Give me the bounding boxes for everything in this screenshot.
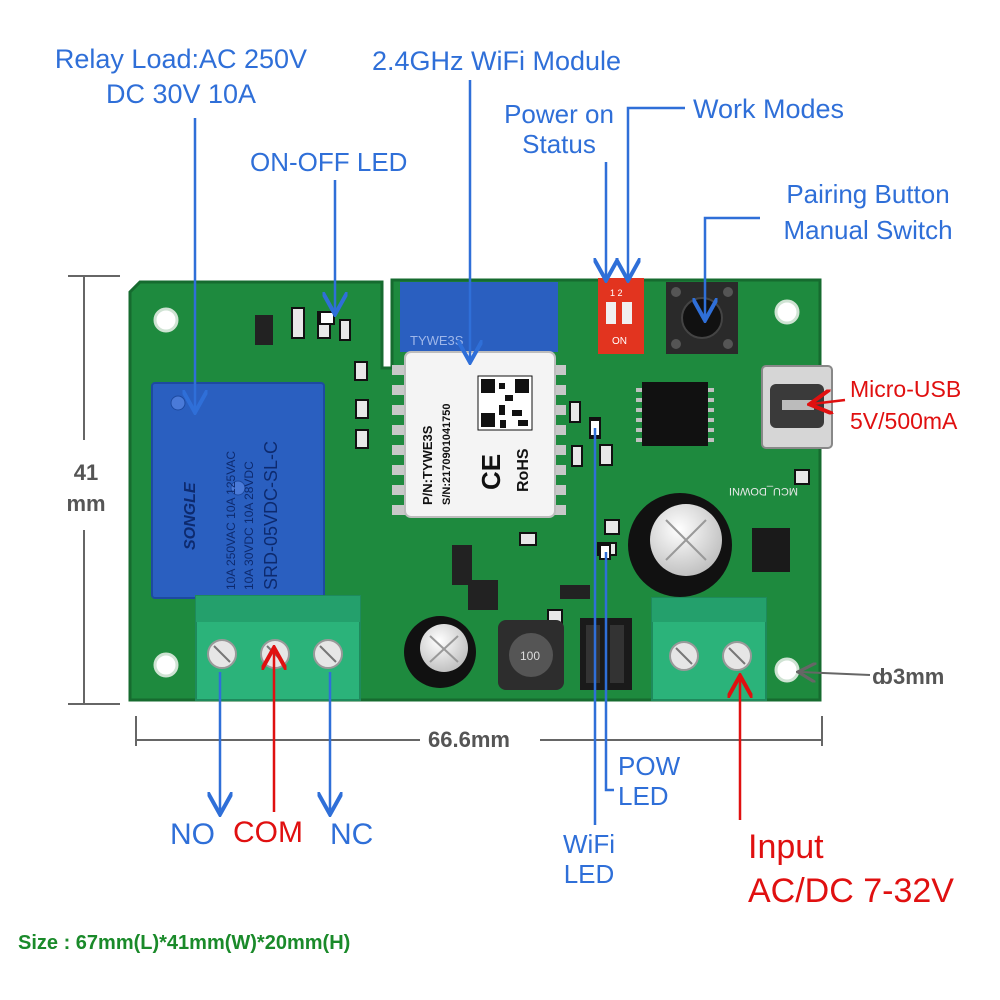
mount-hole xyxy=(153,307,179,333)
pow-led-callout xyxy=(604,552,614,792)
work-modes-callout xyxy=(628,106,685,278)
capacitor-small xyxy=(404,616,476,688)
pow-led-line1: POW xyxy=(618,751,681,781)
input-voltage-label: AC/DC 7-32V xyxy=(748,872,954,910)
smd-components xyxy=(255,307,810,625)
micro-usb-port[interactable] xyxy=(761,365,833,449)
wifi-led-label: WiFi LED xyxy=(552,829,626,890)
no-label: NO xyxy=(170,818,215,851)
module-top-label: TYWE3S xyxy=(410,333,464,348)
hole-label: ȸ3mm xyxy=(872,664,945,689)
onoff-led-label: ON-OFF LED xyxy=(250,147,408,177)
power-on-line2: Status xyxy=(522,128,596,159)
com-label: COM xyxy=(233,816,303,849)
height-unit: mm xyxy=(66,491,106,517)
mcu-chip xyxy=(636,382,714,446)
mount-hole xyxy=(153,652,179,678)
relay-brand: SONGLE xyxy=(182,481,199,550)
pairing-callout xyxy=(705,216,760,318)
hole-pointer xyxy=(800,672,871,675)
relay-model: SRD-05VDC-SL-C xyxy=(261,441,281,590)
pairing-button-label: Pairing Button Manual Switch xyxy=(766,179,970,246)
relay-terminal-block xyxy=(195,595,361,701)
height-value: 41 xyxy=(73,460,99,485)
inductor: 100 xyxy=(498,620,564,690)
dip-switch: ON 1 2 xyxy=(598,278,644,354)
pairing-line1: Pairing Button xyxy=(786,179,950,209)
onoff-led xyxy=(319,311,335,325)
ce-mark: CE xyxy=(476,454,506,490)
wifi-led-line2: LED xyxy=(563,858,615,889)
input-line1: Input xyxy=(748,828,824,866)
mount-hole xyxy=(774,657,800,683)
power-on-status-label: Power on Status xyxy=(486,99,632,160)
relay-load-line2: DC 30V 10A xyxy=(105,79,257,110)
mount-hole xyxy=(774,299,800,325)
pairing-button[interactable] xyxy=(666,282,738,354)
wifi-led-line1: WiFi xyxy=(563,829,615,859)
relay-rating-1: 10A 250VAC 10A 125VAC xyxy=(224,451,238,590)
input-terminal-block xyxy=(651,597,767,701)
dip-numbers: 1 2 xyxy=(610,288,623,298)
height-label: 41 mm xyxy=(56,460,116,517)
micro-usb-line1: Micro-USB xyxy=(850,376,962,402)
width-dimension xyxy=(135,716,823,746)
silk-mcu-label: MCU_DOWNI xyxy=(729,485,798,497)
pow-led-line2: LED xyxy=(618,780,669,811)
pow-led-label: POW LED xyxy=(618,751,681,812)
power-on-line1: Power on xyxy=(504,99,614,129)
qr-code xyxy=(477,375,533,431)
module-pins xyxy=(392,365,566,515)
rohs-mark: RoHS xyxy=(515,448,532,492)
relay-load-label: Relay Load:AC 250V DC 30V 10A xyxy=(36,44,326,110)
usb-callout xyxy=(812,400,846,404)
size-label: Size : 67mm(L)*41mm(W)*20mm(H) xyxy=(18,932,351,954)
nc-label: NC xyxy=(330,818,374,851)
width-label: 66.6mm xyxy=(428,727,510,752)
work-modes-label: Work Modes xyxy=(693,94,845,124)
dip-on-label: ON xyxy=(612,336,627,347)
relay-rating-2: 10A 30VDC 10A 28VDC xyxy=(242,461,256,590)
input-label: Input xyxy=(748,828,824,867)
wifi-module-label: 2.4GHz WiFi Module xyxy=(372,46,622,76)
inductor-label: 100 xyxy=(520,649,540,663)
module-sn: S/N:2170901041750 xyxy=(441,403,453,505)
height-dimension xyxy=(68,275,120,705)
pairing-line2: Manual Switch xyxy=(783,214,953,245)
module-pn: P/N:TYWE3S xyxy=(420,425,435,505)
micro-usb-label: Micro-USB 5V/500mA xyxy=(850,376,961,435)
relay-load-line1: Relay Load:AC 250V xyxy=(54,44,308,74)
micro-usb-line2: 5V/500mA xyxy=(850,408,958,435)
capacitor-large xyxy=(628,493,732,597)
